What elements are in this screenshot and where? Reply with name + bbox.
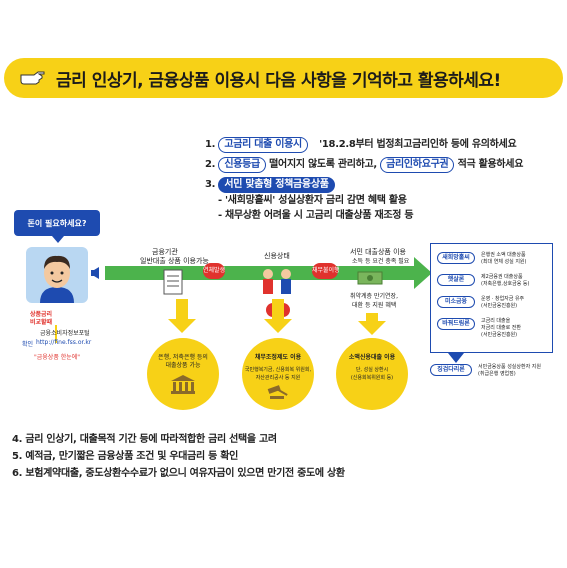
portal-url[interactable]: http://fine.fss.or.kr xyxy=(36,339,92,346)
title-banner: 금리 인상기, 금융상품 이용시 다음 사항을 기억하고 활용하세요! xyxy=(4,58,563,98)
node1-line-1: 금융기관 xyxy=(152,248,178,256)
banner-title: 금리 인상기, 금융상품 이용시 다음 사항을 기억하고 활용하세요! xyxy=(56,70,501,91)
legend-1-line-2: (최대 연체 성실 지원) xyxy=(481,259,527,265)
tip-1-number: 1. xyxy=(205,139,216,150)
legend-5-line-1: 서민금융상품 성실상환자 지원 xyxy=(478,364,541,370)
node2-circle-line-1: 채무조정제도 이용 xyxy=(254,354,302,361)
node2-down-shaft xyxy=(272,299,284,321)
tip-3: 3. 서민 맞춤형 정책금융상품 xyxy=(205,177,335,193)
node2-down-head xyxy=(264,319,292,333)
portal-service-name: "금융상품 한눈에" xyxy=(34,354,81,361)
node1-down-head xyxy=(168,319,196,333)
tip-2-text: 적극 활용하세요 xyxy=(457,159,524,170)
tip-3-pill: 서민 맞춤형 정책금융상품 xyxy=(218,177,335,193)
tip-3-number: 3. xyxy=(205,179,216,190)
node3-circle-sub-1: 단, 성실 상환시 xyxy=(355,367,389,373)
node3-micro-circle: 소액신용대출 이용 단, 성실 상환시 (신용회복위원회 등) xyxy=(336,338,408,410)
node2-line-1: 신용상태 xyxy=(264,252,290,260)
flow-main-bar xyxy=(105,266,417,280)
node3-sub-2: 대환 등 지원 혜택 xyxy=(352,302,397,309)
gavel-icon xyxy=(267,385,288,399)
legend-4-line-1: 고금리 대출을 xyxy=(481,318,511,324)
tip-3-sub-2: - 채무상환 어려울 시 고금리 대출상품 재조정 등 xyxy=(218,210,414,221)
legend-3-line-2: (서민금융진흥원) xyxy=(481,303,518,309)
legend-row-3: 미소금융 운영 · 창업자금 유주(서민금융진흥원) xyxy=(437,296,524,310)
legend-tag-1: 새희망홀씨 xyxy=(437,252,475,264)
pointing-hand-icon xyxy=(20,71,45,85)
bank-building-icon xyxy=(171,375,195,394)
node3-circle-line-1: 소액신용대출 이용 xyxy=(348,354,396,361)
tip-2: 2. 신용등급 떨어지지 않도록 관리하고, 금리인하요구권 적극 활용하세요 xyxy=(205,157,523,173)
legend-down-arrow xyxy=(448,353,464,363)
legend-4-line-3: (서민금융진흥원) xyxy=(481,332,518,338)
compare-label-2: 비교할때 xyxy=(30,319,53,326)
legend-tag-5: 징검다리론 xyxy=(430,364,472,376)
node2-debt-circle: 채무조정제도 이용 국민행복기금, 신용회복 위원회, 자산관리공사 등 지원 xyxy=(242,338,314,410)
legend-2-line-1: 제2금융권 대출상품 xyxy=(481,274,523,280)
speech-bubble: 돈이 필요하세요? xyxy=(14,210,100,243)
bottom-note-4: 4. 금리 인상기, 대출목적 기간 등에 따라적합한 금리 선택을 고려 xyxy=(12,434,277,445)
bottom-note-5: 5. 예적금, 만기짧은 금융상품 조건 및 우대금리 등 확인 xyxy=(12,451,239,462)
legend-4-line-2: 저금리 대출로 전환 xyxy=(481,325,521,331)
node1-down-shaft xyxy=(176,299,188,321)
legend-tag-3: 미소금융 xyxy=(437,296,475,308)
document-icon xyxy=(163,269,183,295)
customer-avatar xyxy=(26,247,88,303)
node3-line-1: 서민 대출상품 이용 xyxy=(350,248,406,256)
node1-line-2: 일반대출 상품 이용가능 xyxy=(140,257,209,265)
marker-b: 채무불이행 xyxy=(312,263,340,279)
tip-2-pill-2: 금리인하요구권 xyxy=(380,157,455,173)
bottom-note-6: 6. 보험계약대출, 중도상환수수료가 없으니 여유자금이 있으면 만기전 중도… xyxy=(12,468,345,479)
speaker-icon xyxy=(91,267,99,279)
product-legend: 새희망홀씨 은행권 소액 대출상품(최대 연체 성실 지원) 햇살론 제2금융권… xyxy=(430,243,553,353)
legend-row-2: 햇살론 제2금융권 대출상품(저축은행,상호금융 등) xyxy=(437,274,529,288)
tip-1-pill: 고금리 대출 이용시 xyxy=(218,137,308,153)
node2-circle-sub-2: 자산관리공사 등 지원 xyxy=(255,375,301,381)
tip-2-text-mid: 떨어지지 않도록 관리하고, xyxy=(269,159,377,170)
node3-sub-1: 취약계층 만기연장, xyxy=(350,293,398,300)
tip-2-number: 2. xyxy=(205,159,216,170)
tip-3-sub-1: - '새희망홀씨' 성실상환자 금리 감면 혜택 활용 xyxy=(218,195,407,206)
flow-main-arrowhead xyxy=(414,257,432,289)
legend-tag-4: 바꿔드림론 xyxy=(437,318,475,330)
legend-5-line-2: (취급은행 영업점) xyxy=(478,371,516,377)
tip-1-text: '18.2.8부터 법정최고금리인하 등에 유의하세요 xyxy=(319,139,517,150)
node3-down-shaft xyxy=(366,313,378,323)
legend-tag-2: 햇살론 xyxy=(437,274,475,286)
tip-1: 1. 고금리 대출 이용시 '18.2.8부터 법정최고금리인하 등에 유의하세… xyxy=(205,137,517,153)
legend-row-5: 징검다리론 서민금융상품 성실상환자 지원(취급은행 영업점) xyxy=(430,364,541,378)
legend-1-line-1: 은행권 소액 대출상품 xyxy=(481,252,526,258)
compare-label-1: 상품금리 xyxy=(30,311,53,318)
portal-name: 금융소비자정보포털 xyxy=(40,330,90,337)
node3-circle-sub-2: (신용회복위원회 등) xyxy=(350,375,394,381)
node2-circle-sub-1: 국민행복기금, 신용회복 위원회, xyxy=(244,367,312,373)
marker-a: 연체발생 xyxy=(203,263,225,279)
tip-2-pill: 신용등급 xyxy=(218,157,266,173)
man-face-icon xyxy=(40,255,74,303)
portal-prefix: 확인 xyxy=(22,341,34,348)
people-icon xyxy=(263,269,291,294)
legend-3-line-1: 운영 · 창업자금 유주 xyxy=(481,296,525,302)
node1-circle-line-2: 대출상품 가능 xyxy=(165,362,201,369)
speech-text: 돈이 필요하세요? xyxy=(27,218,87,228)
money-stack-icon xyxy=(357,271,383,285)
node1-circle-line-1: 은행, 저축은행 등의 xyxy=(158,354,208,361)
compare-connector xyxy=(55,325,57,343)
node3-line-2: 소득 등 요건 충족 필요 xyxy=(352,258,410,265)
legend-row-1: 새희망홀씨 은행권 소액 대출상품(최대 연체 성실 지원) xyxy=(437,252,526,266)
node1-bank-circle: 은행, 저축은행 등의 대출상품 가능 xyxy=(147,338,219,410)
node3-down-head xyxy=(358,321,386,335)
legend-2-line-2: (저축은행,상호금융 등) xyxy=(481,281,530,287)
